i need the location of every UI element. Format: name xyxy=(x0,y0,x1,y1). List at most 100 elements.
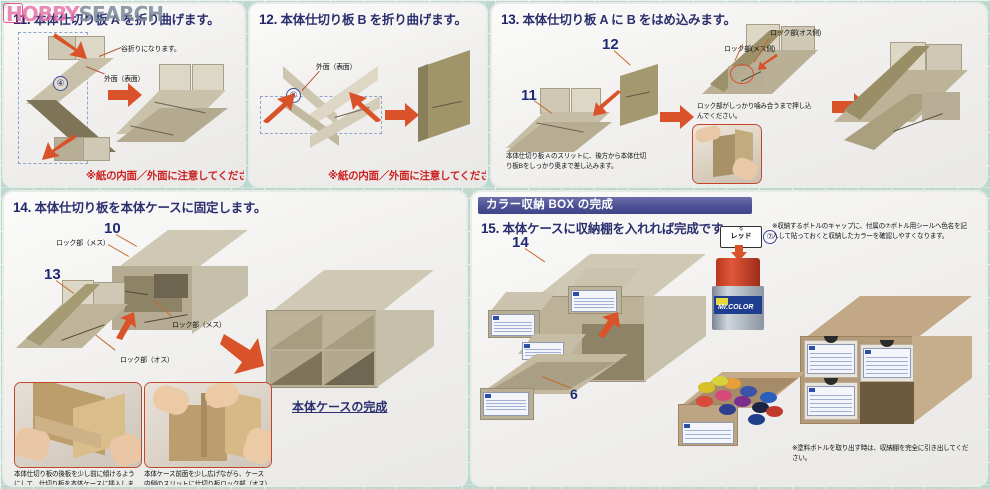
insert-arrow-14 xyxy=(112,312,138,340)
step-15-title: 15. 本体ケースに収納棚を入れれば完成です。 xyxy=(472,192,986,237)
label-lock-male: ロック部(オス側) xyxy=(770,30,821,37)
bottle-tag-top: る xyxy=(738,226,744,232)
case-inner-dark xyxy=(154,274,188,298)
step-13-number: 13. xyxy=(501,12,520,27)
mid-flap-b xyxy=(781,26,815,54)
step-12-title: 12. 本体仕切り板 B を折り曲げます。 xyxy=(250,4,486,28)
process-arrow-11 xyxy=(108,82,142,108)
watermark-search: SEARCH xyxy=(78,2,164,26)
insert-arrow-15 xyxy=(596,312,622,338)
tag-down-arrow xyxy=(730,245,748,261)
paint-cap-4 xyxy=(724,378,741,389)
drawer-2-top xyxy=(568,268,640,290)
lock-highlight-circle xyxy=(730,64,754,84)
step-14-title: 14. 本体仕切り板を本体ケースに固定します。 xyxy=(4,192,466,216)
part-number-12: 12 xyxy=(602,36,619,53)
process-arrow-12 xyxy=(385,102,419,128)
final-drawer-1-notch xyxy=(824,336,838,343)
final-drawer-3-label xyxy=(807,386,855,416)
bottle-label-yellow xyxy=(716,298,728,305)
part-number-11: 11 xyxy=(521,87,537,104)
result-flap-left xyxy=(159,64,191,92)
step-13-title-text: 本体仕切り板 A に B をはめ込みます。 xyxy=(522,13,736,27)
fold-arrow-left-12 xyxy=(261,93,295,123)
paint-cap-3 xyxy=(719,404,736,415)
folded-divider-b-edge xyxy=(418,64,428,142)
label-valley-fold: 谷折りになります。 xyxy=(121,46,181,53)
divider-b-piece xyxy=(620,64,658,126)
fold-arrow-right-12 xyxy=(349,90,383,122)
leader-14 xyxy=(524,248,546,263)
completion-label-case: 本体ケースの完成 xyxy=(292,400,388,414)
note-sticker-15: ※収納するボトルのキャップに、付属の⑦ボトル用シールへ色名を記入して貼っておくと… xyxy=(772,223,967,240)
drawer-2-label xyxy=(571,290,617,312)
label-outer-face-12: 外面（表面） xyxy=(316,64,357,71)
paint-cap-2 xyxy=(696,396,713,407)
part-number-14: 14 xyxy=(512,234,529,251)
label-lock-female-top: ロック部（メス） xyxy=(56,240,110,247)
paint-cap-7 xyxy=(752,402,769,413)
part-number-10: 10 xyxy=(104,220,121,237)
process-arrow-13a xyxy=(660,104,694,130)
open-drawer-label xyxy=(682,422,734,444)
final-flap-c xyxy=(922,92,960,120)
step-12-title-text: 本体仕切り板 B を折り曲げます。 xyxy=(280,13,467,27)
drawer-1-top xyxy=(488,292,556,314)
final-flap-b xyxy=(926,44,962,74)
bottle-cap xyxy=(716,258,760,288)
step-14-panel: 14. 本体仕切り板を本体ケースに固定します。 10 ロック部（メス） ロック部… xyxy=(4,192,466,485)
bottle-tag-main: レッド xyxy=(730,232,752,240)
step-11-number: 11. xyxy=(13,12,31,27)
drawer-6-label xyxy=(483,392,529,416)
circle-number-7: ⑦ xyxy=(763,230,777,244)
caption-step-13-right: ロック部がしっかり噛み合うまで押し込んでください。 xyxy=(697,103,812,120)
step-14-title-text: 本体仕切り板を本体ケースに固定します。 xyxy=(34,201,267,215)
p13-flap-left xyxy=(540,88,570,114)
watermark-box xyxy=(3,3,23,23)
step-11-title-text: 本体仕切り板 A を折り曲げます。 xyxy=(33,13,220,27)
fold-guide-dashed xyxy=(18,32,88,164)
note-bottom-15: ※塗料ボトルを取り出す時は、収納棚を完全に引き出してください。 xyxy=(792,445,969,462)
photo-caption-right: 本体ケース前面を少し広げながら、ケース内側のスリットに仕切り板ロック部（オス）が… xyxy=(144,471,268,485)
paint-cap-0 xyxy=(698,382,715,393)
circle-number-4: ④ xyxy=(53,76,68,91)
step-13-panel: 13. 本体仕切り板 A に B をはめ込みます。 11 12 本体仕切り板 A… xyxy=(492,4,986,186)
leader-10 xyxy=(115,234,138,247)
press-arrow-13 xyxy=(758,54,780,72)
result-flap-right xyxy=(192,64,224,92)
paint-cap-8 xyxy=(712,376,728,386)
part-number-13: 13 xyxy=(44,266,61,283)
paint-cap-6 xyxy=(734,396,751,407)
leader-line-12 xyxy=(301,70,320,91)
watermark: HOBBYSEARCH xyxy=(6,2,164,26)
label-lock-male-14: ロック部（オス） xyxy=(120,357,174,364)
photo-inset-13 xyxy=(692,124,762,184)
label-lock-female-right: ロック部（メス） xyxy=(172,322,226,329)
final-box-side xyxy=(912,336,972,424)
insert-arrow-13 xyxy=(593,90,623,118)
flap-bottom-left xyxy=(82,137,110,161)
drawer-1-label xyxy=(491,314,535,336)
label-lock-female: ロック部(メス側) xyxy=(724,46,775,53)
section-bar-completion: カラー収納 BOX の完成 xyxy=(478,197,752,214)
step-15-number: 15. xyxy=(481,221,500,236)
paint-cap-10 xyxy=(766,406,783,417)
case15-side xyxy=(644,296,706,382)
photo-lock-press xyxy=(144,382,272,468)
photo-caption-left: 本体仕切り板の後板を少し前に傾けるようにして、仕切り板を本体ケースに挿入します。 xyxy=(14,471,135,485)
leader-lock-f-top xyxy=(107,244,130,257)
final-drawer-3-notch xyxy=(824,378,838,385)
step-12-number: 12. xyxy=(259,12,278,27)
step-12-panel: 12. 本体仕切り板 B を折り曲げます。 ⑤ 外面（表面） ※紙の内面／外面に… xyxy=(250,4,486,186)
paint-cap-11 xyxy=(748,414,765,425)
step-15-title-text: 本体ケースに収納棚を入れれば完成です。 xyxy=(502,222,735,236)
paint-cap-9 xyxy=(760,392,777,403)
fold-arrow-top xyxy=(53,31,89,61)
note-step-11: ※紙の内面／外面に注意してください。 xyxy=(86,170,244,182)
bottle-brand-text: Mr.COLOR xyxy=(718,304,754,311)
step-11-title: 11. 本体仕切り板 A を折り曲げます。 xyxy=(4,4,244,28)
final-drawer-2-label xyxy=(863,348,911,378)
step-15-panel: カラー収納 BOX の完成 15. 本体ケースに収納棚を入れれば完成です。 14… xyxy=(472,192,986,485)
paint-cap-1 xyxy=(715,390,732,401)
step-14-number: 14. xyxy=(13,200,32,215)
